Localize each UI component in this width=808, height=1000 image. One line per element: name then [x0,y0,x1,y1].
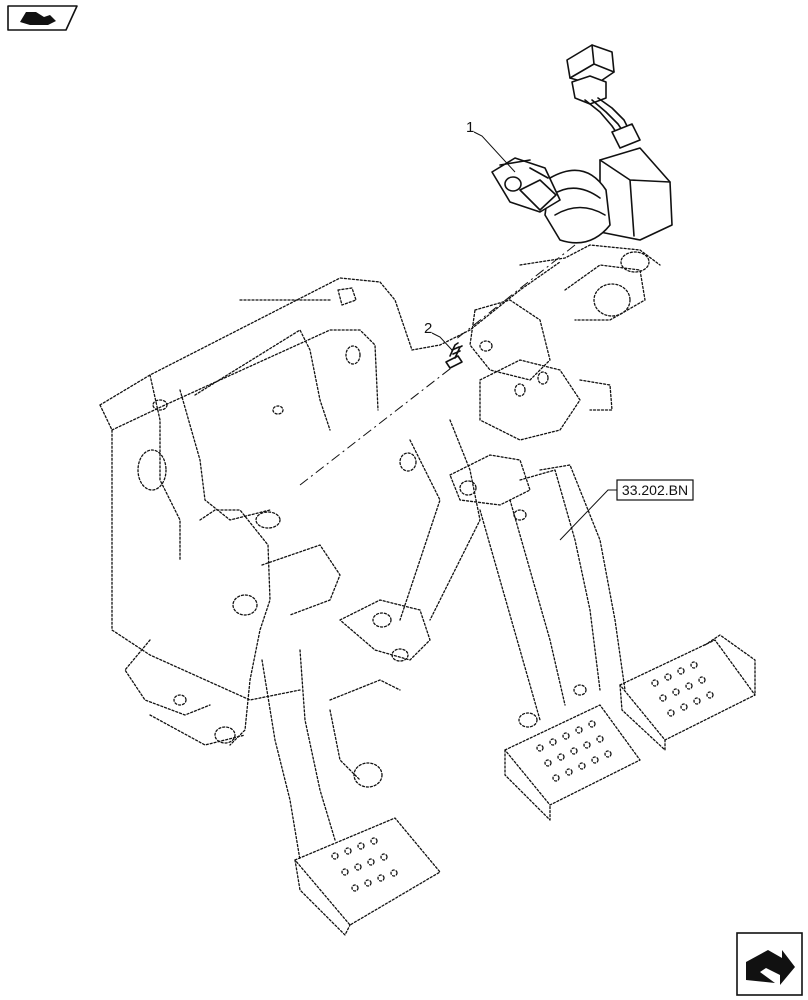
callout-2: 2 [424,320,453,351]
reference-callout: 33.202.BN [559,479,694,541]
bolt [445,342,463,369]
reference-label: 33.202.BN [622,482,688,498]
right-pedal-holes [651,661,714,717]
next-page-arrow-icon[interactable] [736,932,803,996]
middle-pedal-holes [536,720,612,782]
callout-1-label: 1 [466,119,474,136]
pedal-frame-assembly [99,244,756,936]
left-pedal-holes [331,837,398,892]
view-direction-icon [7,5,78,31]
callout-1: 1 [466,119,516,173]
callout-2-label: 2 [424,320,432,337]
switch-assembly [491,44,673,244]
